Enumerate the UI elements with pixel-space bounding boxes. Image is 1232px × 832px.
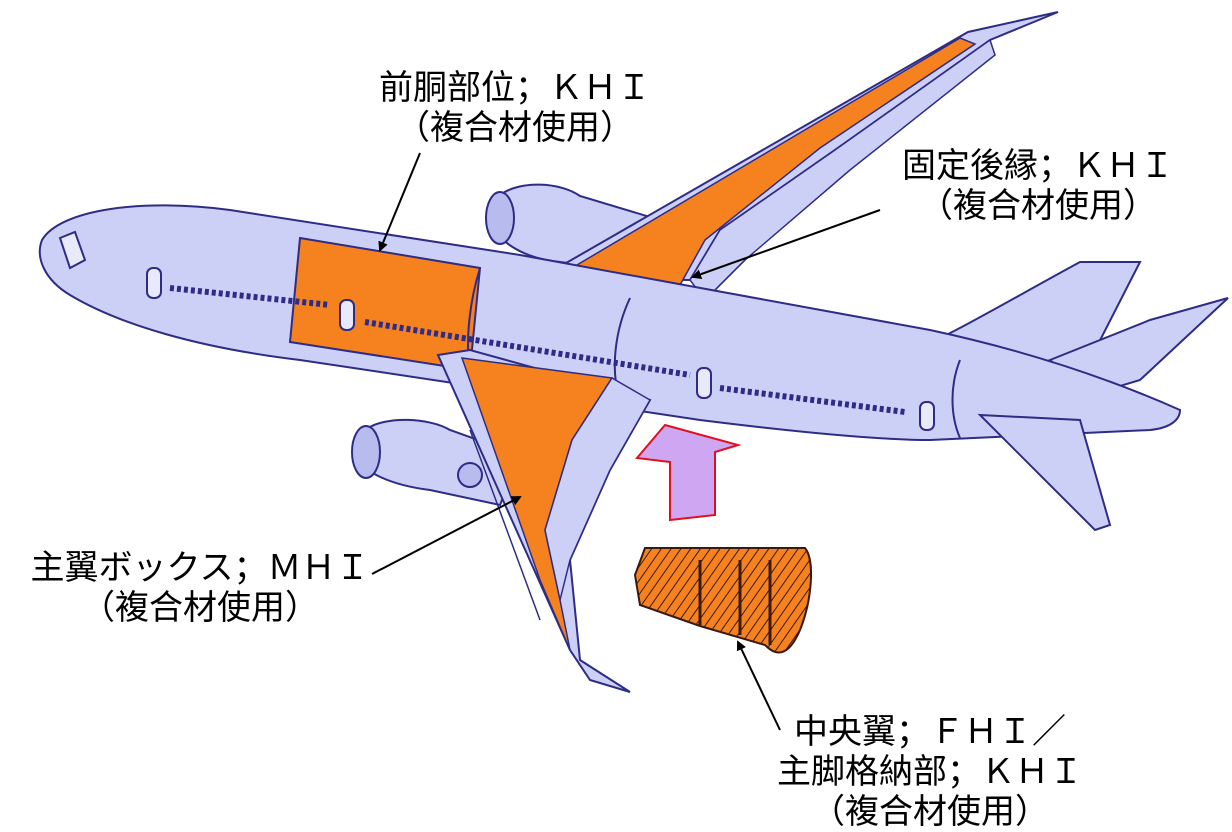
label-forward-fuselage-line1: 前胴部位；ＫＨＩ (379, 68, 651, 108)
near-wing (436, 348, 652, 693)
assembly-arrow (635, 423, 742, 522)
label-fixed-trailing-edge: 固定後縁；ＫＨＩ （複合材使用） (868, 146, 1208, 226)
label-wing-box-line1: 主翼ボックス；ＭＨＩ (30, 548, 370, 588)
label-fixed-trailing-edge-line2: （複合材使用） (919, 186, 1157, 226)
far-wing (536, 11, 1059, 302)
label-center-wing: 中央翼；ＦＨＩ／ 主脚格納部；ＫＨＩ （複合材使用） (740, 712, 1120, 832)
arrow-trailing-edge (691, 209, 881, 280)
arrow-wing-box (371, 496, 522, 575)
label-center-wing-line1: 中央翼；ＦＨＩ／ (794, 712, 1066, 752)
arrow-center-wing (736, 640, 781, 731)
label-forward-fuselage-line2: （複合材使用） (396, 108, 634, 148)
pointer-arrows (371, 152, 881, 731)
label-center-wing-line2: 主脚格納部；ＫＨＩ (777, 752, 1083, 792)
center-wing-box (633, 547, 813, 654)
label-wing-box-line2: （複合材使用） (81, 588, 319, 628)
near-h-stabilizer (977, 413, 1112, 532)
label-center-wing-line3: （複合材使用） (811, 792, 1049, 832)
arrow-forward-fuselage (378, 152, 421, 252)
label-fixed-trailing-edge-line1: 固定後縁；ＫＨＩ (902, 146, 1174, 186)
label-forward-fuselage: 前胴部位；ＫＨＩ （複合材使用） (350, 68, 680, 148)
fuselage (38, 204, 1182, 442)
label-wing-box: 主翼ボックス；ＭＨＩ （複合材使用） (0, 548, 400, 628)
